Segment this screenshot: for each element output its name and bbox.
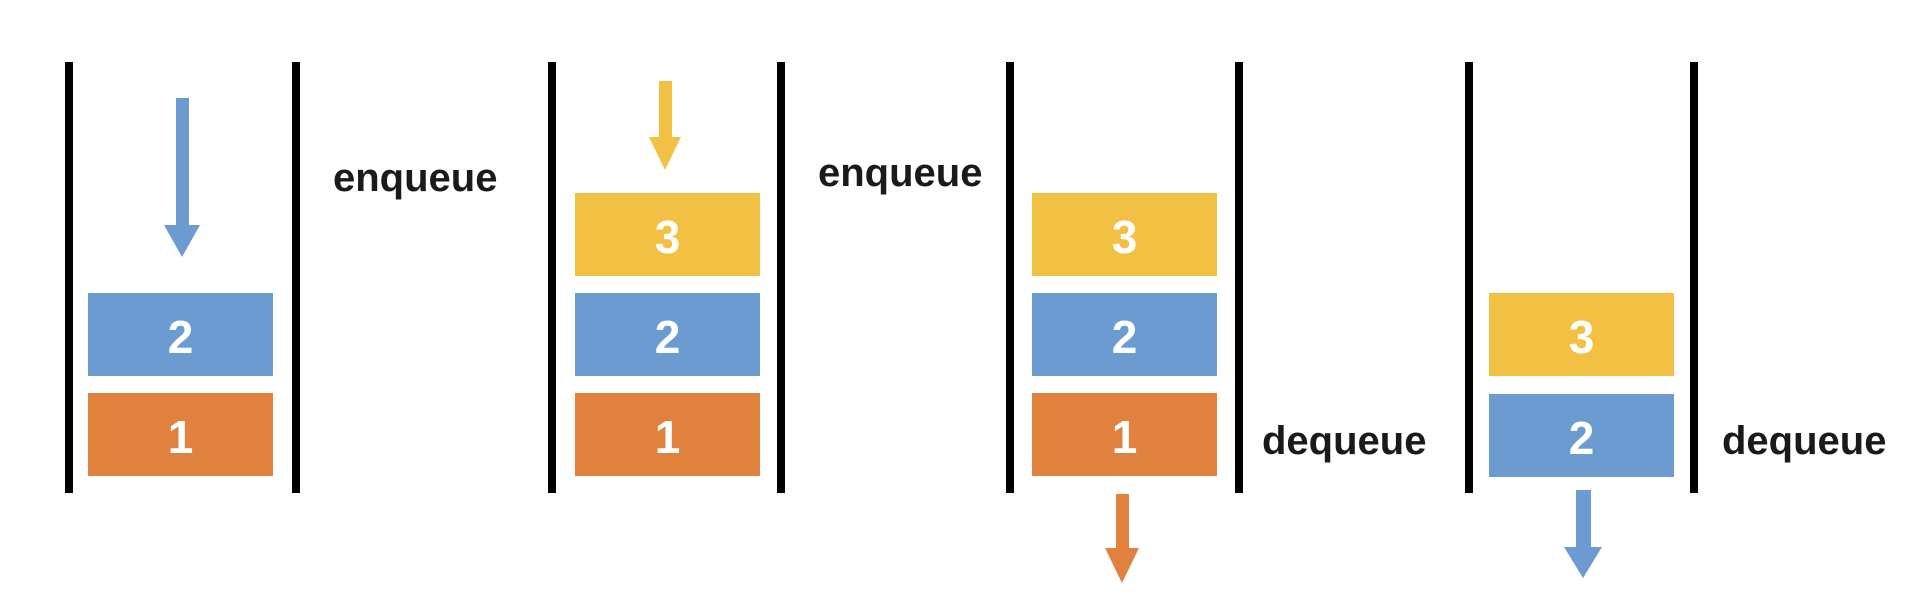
- dequeue-arrow-icon: [1105, 494, 1139, 583]
- queue-4-item-block: 3: [1489, 293, 1674, 376]
- queue-2-item-block: 1: [575, 393, 760, 476]
- queue-2-wall-left: [548, 62, 556, 493]
- queue-4-wall-right: [1690, 62, 1698, 493]
- arrow-shaft: [1115, 494, 1129, 548]
- arrow-head: [164, 225, 200, 257]
- queue-4-wall-left: [1465, 62, 1473, 493]
- dequeue-arrow-icon: [1564, 490, 1602, 578]
- item-value: 2: [167, 310, 194, 363]
- item-value: 2: [654, 310, 681, 363]
- queue-2-wall-right: [777, 62, 785, 493]
- queue-1-item-block: 1: [88, 393, 273, 476]
- item-value: 1: [654, 410, 681, 463]
- queue-3-item-block: 3: [1032, 193, 1217, 276]
- item-value: 3: [654, 210, 681, 263]
- item-value: 2: [1568, 411, 1595, 464]
- queue-3-item-block: 2: [1032, 293, 1217, 376]
- arrow-head: [1105, 548, 1139, 583]
- enqueue-arrow-icon: [164, 98, 200, 257]
- item-value: 2: [1111, 310, 1138, 363]
- queue-3-item-block: 1: [1032, 393, 1217, 476]
- item-value: 3: [1111, 210, 1138, 263]
- queue-1-wall-right: [292, 62, 300, 493]
- enqueue-arrow-icon: [649, 81, 682, 170]
- item-value: 1: [1111, 410, 1138, 463]
- item-value: 3: [1568, 310, 1595, 363]
- arrow-shaft: [175, 98, 189, 225]
- queue-3-wall-right: [1235, 62, 1243, 493]
- arrow-shaft: [1575, 490, 1591, 547]
- queue-3-wall-left: [1006, 62, 1014, 493]
- queue-2-item-block: 3: [575, 193, 760, 276]
- arrow-head: [649, 137, 681, 170]
- queue-1-item-block: 2: [88, 293, 273, 376]
- item-value: 1: [167, 410, 194, 463]
- dequeue-label: dequeue: [1722, 419, 1887, 463]
- arrow-shaft: [658, 81, 672, 137]
- queue-1-wall-left: [65, 62, 73, 493]
- enqueue-label: enqueue: [333, 156, 498, 200]
- queue-2-item-block: 2: [575, 293, 760, 376]
- queue-4-item-block: 2: [1489, 394, 1674, 477]
- enqueue-label: enqueue: [818, 151, 983, 195]
- dequeue-label: dequeue: [1262, 419, 1427, 463]
- arrow-head: [1564, 547, 1602, 578]
